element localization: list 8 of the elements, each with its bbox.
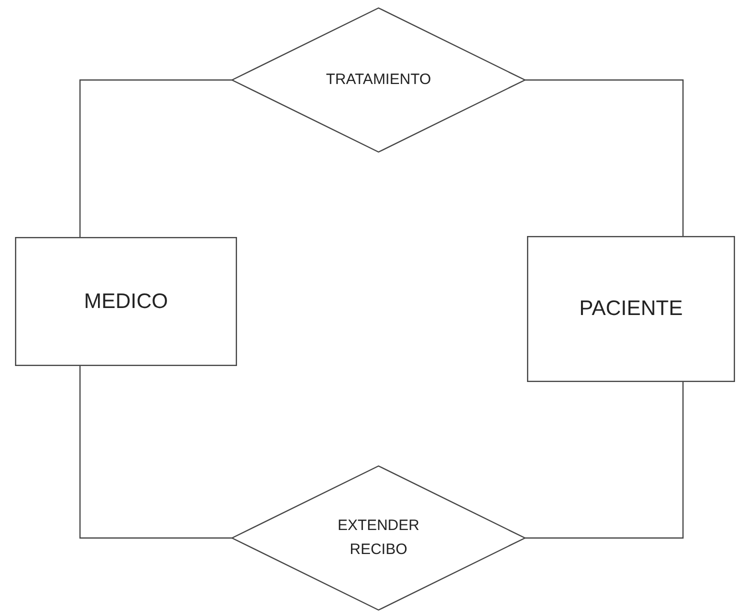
connector-line (79, 366, 232, 539)
connector-line (525, 382, 684, 539)
connector-line (525, 79, 684, 236)
connector-line (79, 79, 232, 237)
relationship-label: TRATAMIENTO (326, 70, 431, 90)
entity-label: PACIENTE (579, 296, 683, 322)
entity-label: MEDICO (84, 288, 168, 315)
relationship-label: EXTENDER RECIBO (336, 516, 420, 560)
